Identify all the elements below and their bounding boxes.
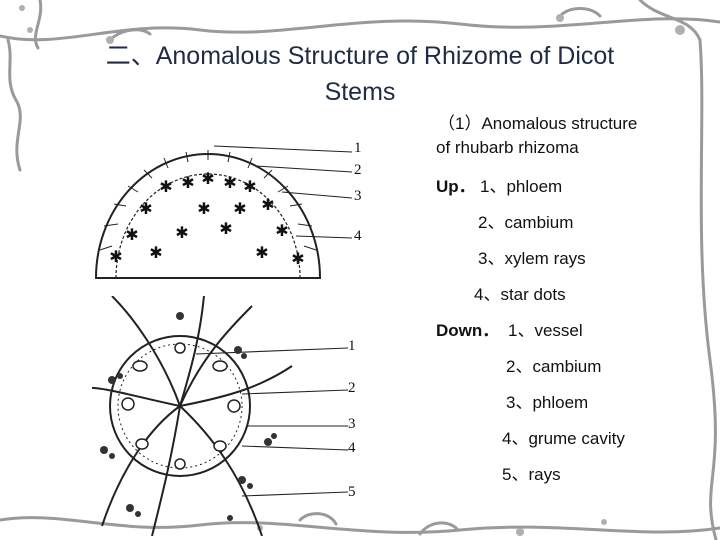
upper-label-number-2: 2: [354, 162, 362, 179]
svg-text:✱: ✱: [159, 177, 172, 196]
lower-label-number-5: 5: [348, 484, 356, 501]
svg-text:✱: ✱: [223, 173, 236, 192]
svg-text:✱: ✱: [139, 199, 152, 218]
upper-cross-section-figure: ✱✱✱ ✱✱✱ ✱✱✱ ✱✱✱ ✱✱✱ ✱✱: [86, 130, 386, 290]
svg-text:✱: ✱: [255, 243, 268, 262]
down-label-vessel: 1、vessel: [508, 316, 583, 341]
svg-text:✱: ✱: [149, 243, 162, 262]
upper-label-number-3: 3: [354, 188, 362, 205]
upper-label-number-1: 1: [354, 140, 362, 157]
svg-text:✱: ✱: [233, 199, 246, 218]
svg-text:✱: ✱: [275, 221, 288, 240]
svg-text:✱: ✱: [125, 225, 138, 244]
down-label-phloem: 3、phloem: [506, 388, 588, 413]
svg-text:✱: ✱: [175, 223, 188, 242]
subtitle-line-1: （1）Anomalous structure: [438, 112, 637, 136]
svg-text:✱: ✱: [201, 169, 214, 188]
lower-label-number-3: 3: [348, 416, 356, 433]
svg-text:✱: ✱: [243, 177, 256, 196]
up-heading: Up．: [436, 172, 476, 197]
slide-title: 二、Anomalous Structure of Rhizome of Dico…: [20, 38, 700, 110]
svg-text:✱: ✱: [197, 199, 210, 218]
lower-label-number-1: 1: [348, 338, 356, 355]
svg-text:✱: ✱: [291, 249, 304, 268]
lower-label-number-4: 4: [348, 440, 356, 457]
upper-label-number-4: 4: [354, 228, 362, 245]
svg-text:✱: ✱: [219, 219, 232, 238]
up-label-star-dots: 4、star dots: [474, 280, 566, 305]
down-label-grume-cavity: 4、grume cavity: [502, 424, 625, 449]
svg-text:✱: ✱: [261, 195, 274, 214]
lower-star-dot-figure: [92, 296, 362, 536]
down-label-rays: 5、rays: [502, 460, 561, 485]
up-label-cambium: 2、cambium: [478, 208, 573, 233]
up-label-phloem: 1、phloem: [480, 172, 562, 197]
subtitle-line-2: of rhubarb rhizoma: [436, 136, 579, 160]
lower-label-number-2: 2: [348, 380, 356, 397]
up-label-xylem-rays: 3、xylem rays: [478, 244, 586, 269]
title-line-1: 二、Anomalous Structure of Rhizome of Dico…: [20, 38, 700, 74]
svg-text:✱: ✱: [109, 247, 122, 266]
title-line-2: Stems: [20, 74, 700, 110]
down-heading: Down．: [436, 316, 499, 341]
svg-text:✱: ✱: [181, 173, 194, 192]
down-label-cambium: 2、cambium: [506, 352, 601, 377]
